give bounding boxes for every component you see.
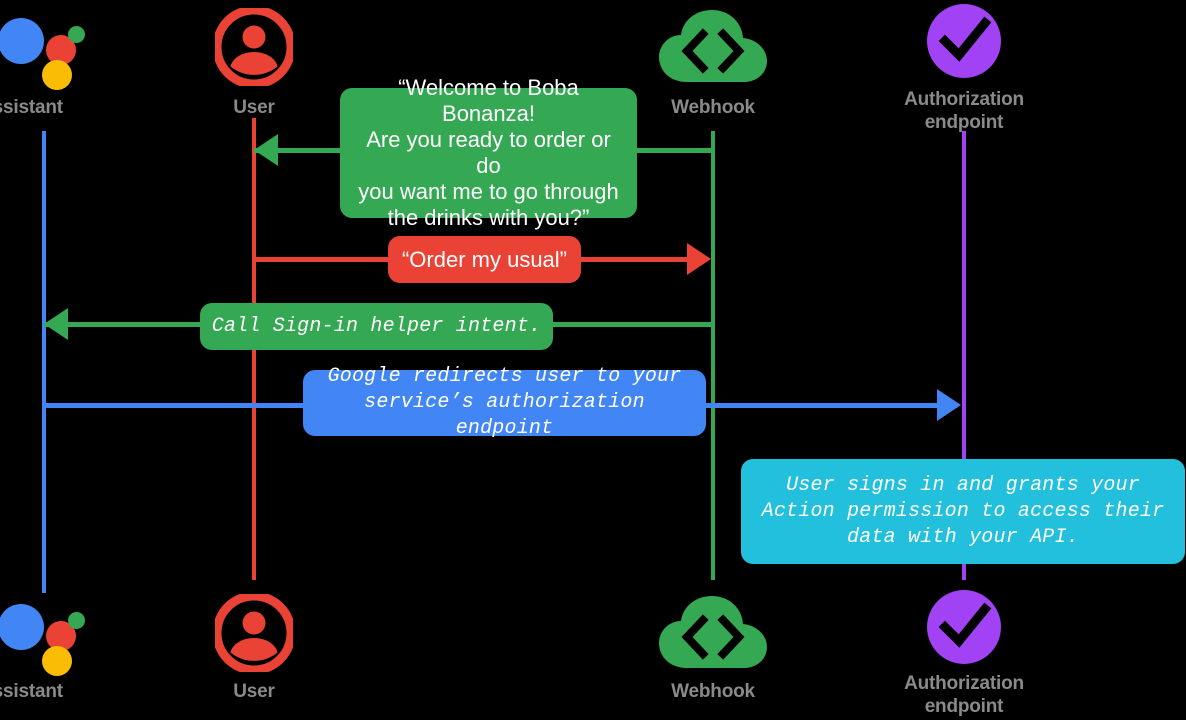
lifeline-webhook	[711, 131, 715, 580]
assistant-dot-blue	[0, 18, 44, 64]
message-bubble-welcome: “Welcome to Boba Bonanza! Are you ready …	[340, 75, 637, 230]
user-avatar-icon	[212, 5, 296, 89]
actor-label-assistant-bottom: Assistant	[0, 681, 63, 702]
message-bubble-redirect: Google redirects user to your service’s …	[303, 365, 706, 440]
actor-user-top: User	[144, 5, 364, 119]
actor-auth-top: Authorization endpoint	[854, 2, 1074, 134]
cloud-code-icon-bottom	[657, 594, 769, 674]
message-bubble-user-signs-in: User signs in and grants your Action per…	[741, 459, 1185, 564]
user-avatar-icon-bottom	[212, 591, 296, 675]
google-assistant-logo-icon-bottom	[0, 594, 90, 676]
message-text-order: “Order my usual”	[401, 246, 568, 272]
actor-label-auth-bottom: Authorization endpoint	[904, 673, 1024, 717]
message-text-redirect: Google redirects user to your service’s …	[327, 365, 682, 440]
message-text-user-signs-in: User signs in and grants your Action per…	[761, 473, 1165, 549]
actor-assistant-bottom: Assistant	[0, 594, 154, 703]
actor-assistant-top: Assistant	[0, 8, 154, 119]
message-bubble-signin: Call Sign-in helper intent.	[200, 303, 553, 350]
purple-check-circle-icon	[925, 2, 1003, 80]
assistant-dot-blue	[0, 604, 44, 650]
actor-label-assistant: Assistant	[0, 97, 63, 118]
actor-auth-bottom: Authorization endpoint	[854, 588, 1074, 718]
assistant-dot-yellow	[42, 646, 72, 676]
purple-check-circle-icon-bottom	[925, 588, 1003, 666]
actor-label-auth: Authorization endpoint	[904, 89, 1024, 133]
message-text-signin: Call Sign-in helper intent.	[211, 314, 542, 338]
assistant-dot-green	[68, 612, 85, 629]
assistant-dot-green	[68, 26, 85, 43]
message-text-welcome: “Welcome to Boba Bonanza! Are you ready …	[358, 75, 619, 230]
message-arrowhead-order	[687, 243, 711, 275]
lifeline-assistant	[42, 131, 46, 593]
message-bubble-order: “Order my usual”	[388, 236, 581, 283]
message-arrowhead-redirect	[937, 389, 961, 421]
actor-label-webhook: Webhook	[671, 97, 755, 118]
actor-label-user-bottom: User	[233, 681, 275, 702]
actor-webhook-bottom: Webhook	[603, 594, 823, 703]
message-arrowhead-signin	[44, 308, 68, 340]
google-assistant-logo-icon	[0, 8, 90, 90]
actor-user-bottom: User	[144, 591, 364, 703]
actor-label-user: User	[233, 97, 275, 118]
assistant-dot-yellow	[42, 60, 72, 90]
message-arrowhead-welcome	[254, 134, 278, 166]
lifeline-auth	[962, 131, 966, 580]
actor-webhook-top: Webhook	[603, 8, 823, 119]
actor-label-webhook-bottom: Webhook	[671, 681, 755, 702]
cloud-code-icon	[657, 8, 769, 88]
